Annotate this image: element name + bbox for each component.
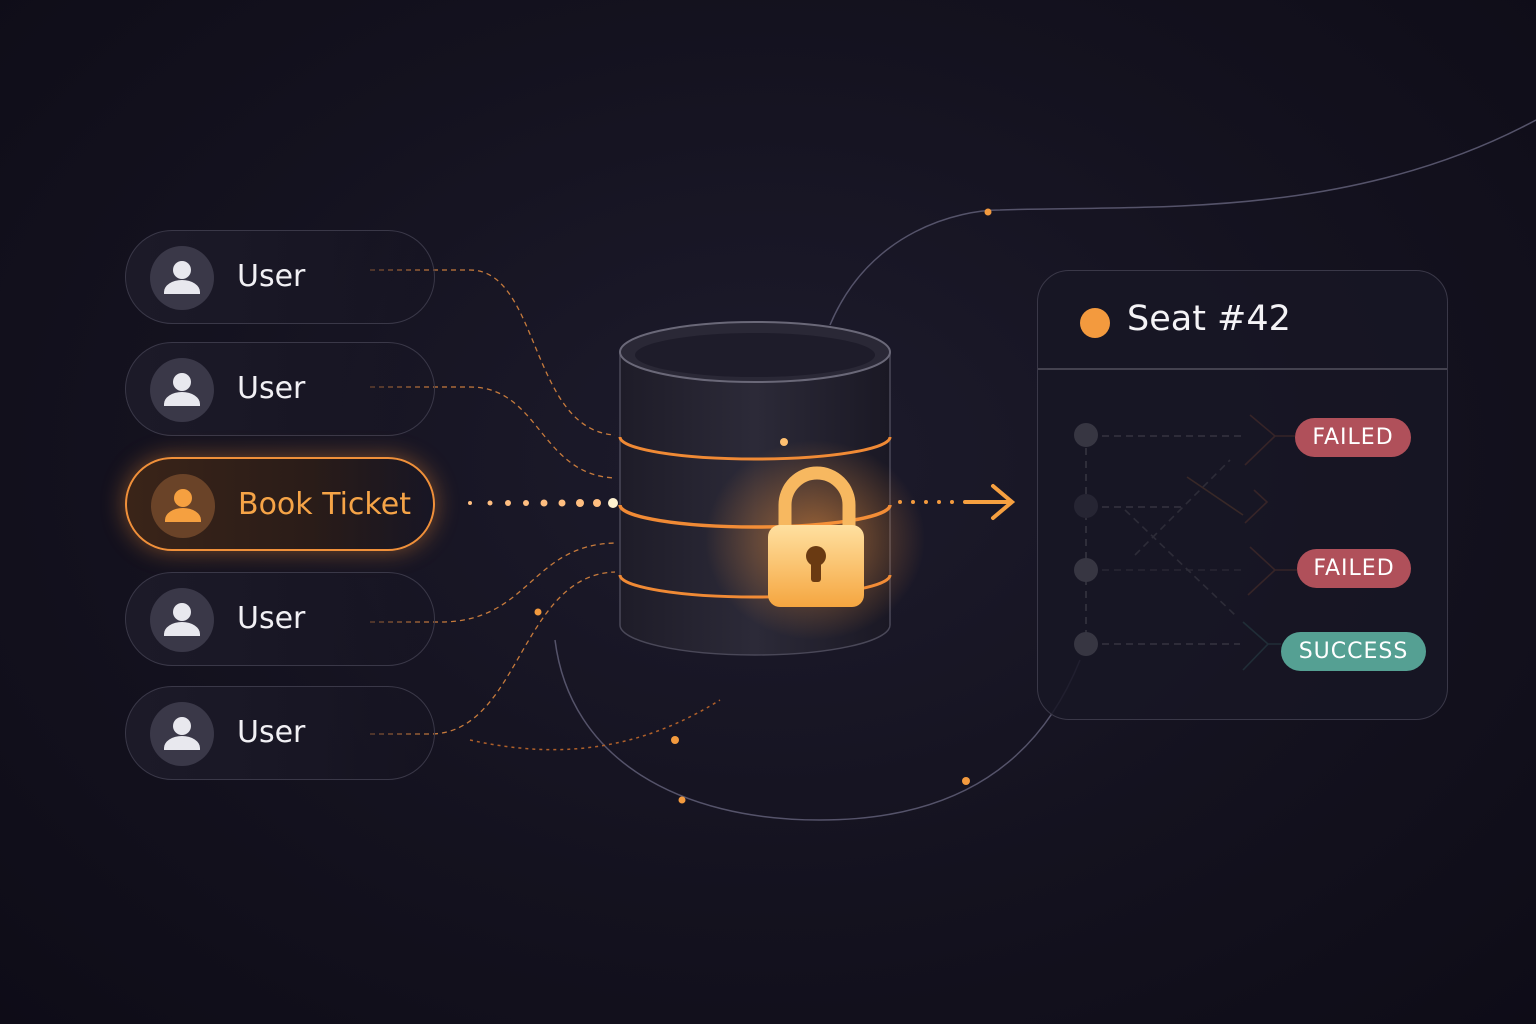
result-badge-success: SUCCESS — [1281, 632, 1426, 671]
seat-title: Seat #42 — [1127, 299, 1291, 339]
user-icon — [164, 261, 200, 294]
user-label: User — [237, 371, 306, 406]
request-dotted-line — [468, 498, 618, 508]
user-request: User — [125, 230, 435, 324]
user-request: User — [125, 572, 435, 666]
avatar — [151, 474, 215, 538]
user-label: Book Ticket — [238, 487, 411, 522]
user-icon — [164, 717, 200, 750]
panel-divider — [1038, 368, 1447, 370]
result-badge-failed: FAILED — [1297, 549, 1411, 588]
book-ticket-request: Book Ticket — [125, 457, 435, 551]
avatar — [150, 358, 214, 422]
user-request: User — [125, 686, 435, 780]
user-request: User — [125, 342, 435, 436]
user-label: User — [237, 601, 306, 636]
user-label: User — [237, 259, 306, 294]
seat-status-dot — [1080, 308, 1110, 338]
lock-icon — [768, 466, 864, 607]
avatar — [150, 702, 214, 766]
avatar — [150, 246, 214, 310]
user-icon — [164, 603, 200, 636]
user-connector-lines — [370, 269, 616, 735]
spark-dot — [984, 208, 992, 216]
arrow-right-icon — [898, 484, 1016, 520]
user-icon — [165, 489, 201, 522]
user-label: User — [237, 715, 306, 750]
result-badge-failed: FAILED — [1295, 418, 1411, 457]
user-icon — [164, 373, 200, 406]
avatar — [150, 588, 214, 652]
